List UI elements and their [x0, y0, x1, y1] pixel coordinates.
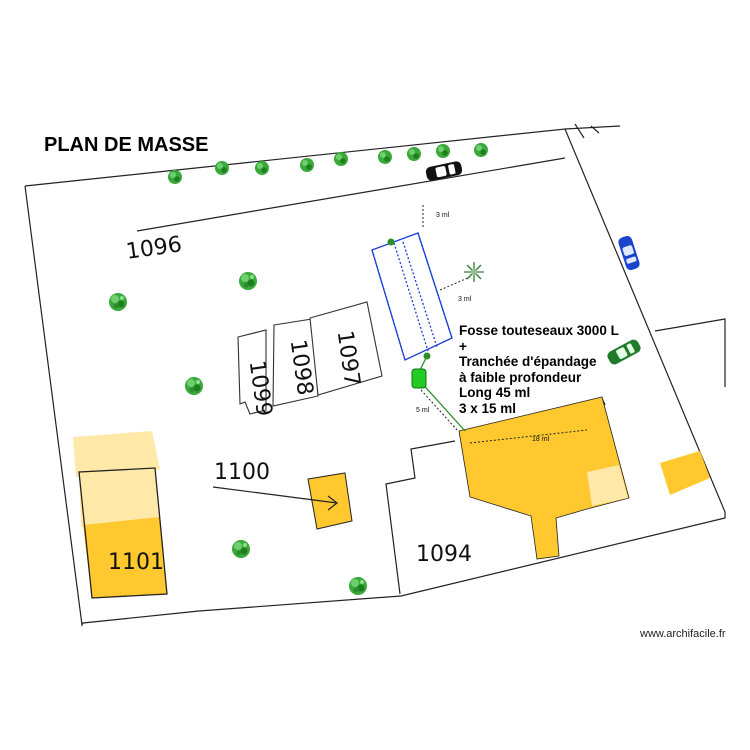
note-line-6: 3 x 15 ml [459, 400, 517, 416]
watermark: www.archifacile.fr [640, 628, 726, 640]
note-line-5: Long 45 ml [459, 385, 531, 400]
septic-note: Fosse touteseaux 3000 L + Tranchée d'épa… [459, 323, 619, 416]
note-line-3: Tranchée d'épandage [459, 354, 597, 369]
arrow-icon [212, 486, 338, 511]
building-1100 [307, 472, 353, 530]
building-1094-house [458, 396, 630, 560]
building-1101 [73, 431, 168, 599]
lots-1097-1099 [237, 301, 383, 415]
parcel-boundaries [24, 123, 726, 628]
dimension-tree: 3 ml [458, 296, 472, 303]
parcel-label-1101: 1101 [108, 550, 164, 575]
dimension-house: 18 ml [532, 436, 550, 443]
drainage-trench [371, 232, 453, 361]
note-line-1: Fosse touteseaux 3000 L [459, 323, 619, 338]
note-line-4: à faible profondeur [459, 369, 582, 385]
page-title: PLAN DE MASSE [44, 134, 209, 156]
car-icon [425, 161, 641, 365]
note-line-2: + [459, 338, 467, 354]
plant-icon [464, 262, 484, 282]
septic-tank-icon [411, 355, 466, 432]
dimension-tank: 5 ml [416, 407, 430, 414]
parcel-label-1094: 1094 [416, 542, 472, 567]
building-annex [660, 451, 710, 495]
dimension-leaders [420, 205, 588, 444]
parcel-label-1100: 1100 [214, 460, 270, 485]
dimension-top: 3 ml [436, 212, 450, 219]
